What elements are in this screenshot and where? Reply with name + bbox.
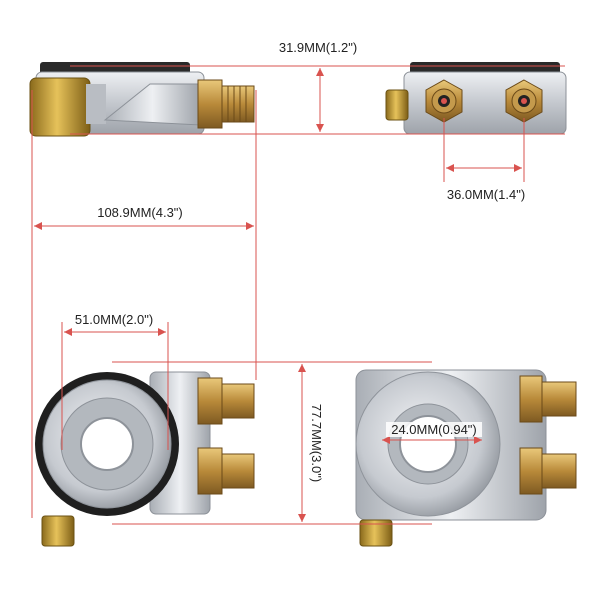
lower-fitting-thread	[541, 453, 577, 489]
lower-fitting-hex	[197, 447, 223, 495]
label-bg	[386, 422, 482, 437]
label-bg	[268, 38, 368, 56]
fitting-thread	[221, 85, 255, 123]
upper-fitting-hex	[519, 375, 543, 423]
center-bore-label: 24.0MM(0.94")	[391, 422, 477, 437]
center-bore	[80, 417, 134, 471]
lower-fitting-hex	[519, 447, 543, 495]
overall-height-label: 77.7MM(3.0")	[309, 404, 324, 482]
brass-plug	[359, 519, 393, 547]
height-top-label: 31.9MM(1.2")	[279, 40, 357, 55]
gasket-diameter-label: 51.0MM(2.0")	[75, 312, 153, 327]
port-right	[505, 79, 543, 123]
port-spacing-label: 36.0MM(1.4")	[447, 187, 525, 202]
overall-length-label: 108.9MM(4.3")	[97, 205, 183, 220]
brass-plug	[385, 89, 409, 121]
thread-lines	[227, 86, 247, 122]
top-side-view	[29, 62, 255, 137]
brass-plug	[41, 515, 75, 547]
brass-plug	[29, 77, 91, 137]
port-left	[425, 79, 463, 123]
front-view	[35, 371, 255, 547]
top-end-view	[385, 62, 567, 135]
lower-fitting-thread	[221, 453, 255, 489]
upper-fitting-thread	[541, 381, 577, 417]
dimension-lines	[31, 65, 565, 525]
back-view	[355, 369, 577, 547]
dimension-arrows	[34, 68, 522, 522]
body-neck	[86, 84, 106, 124]
upper-fitting-thread	[221, 383, 255, 419]
fitting-hex	[197, 79, 223, 129]
upper-fitting-hex	[197, 377, 223, 425]
